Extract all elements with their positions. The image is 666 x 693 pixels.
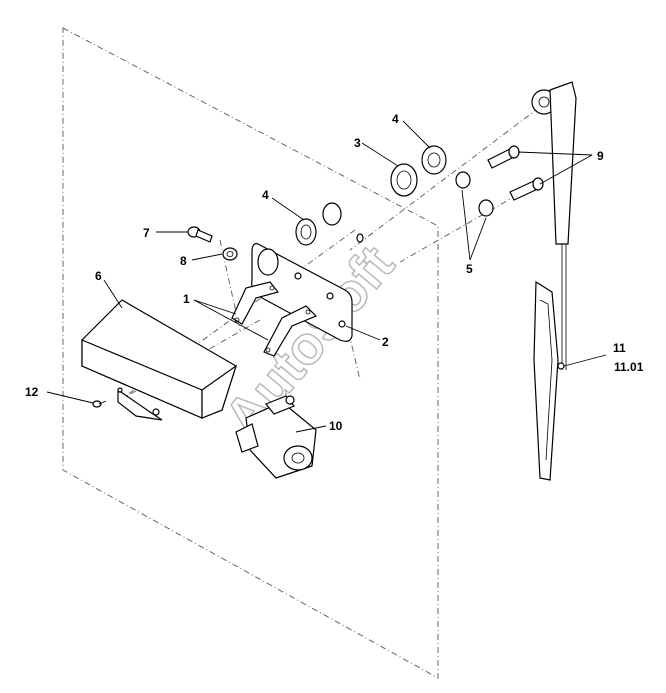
callouts: 1 2 3 4 4 5 6 7 8 9 10 11 11.01 12	[25, 112, 644, 433]
part-2-mounting-plate	[251, 243, 353, 342]
callout-4-lower: 4	[262, 188, 269, 202]
callout-7: 7	[143, 226, 150, 240]
callout-11: 11	[613, 341, 626, 355]
part-5-caps	[455, 171, 494, 217]
callout-4-upper: 4	[392, 112, 399, 126]
mounting-panel	[62, 27, 439, 679]
callout-2: 2	[382, 335, 389, 349]
part-8-washer	[222, 247, 238, 261]
part-4-seal-ring-lower	[295, 202, 364, 246]
wiper-arm	[531, 81, 577, 370]
part-10-motor	[235, 395, 317, 479]
part-9-bolts	[487, 145, 544, 201]
callout-5: 5	[466, 262, 473, 276]
callout-8: 8	[180, 254, 187, 268]
callout-3: 3	[354, 136, 361, 150]
callout-6: 6	[95, 269, 102, 283]
part-3-grommet	[390, 163, 418, 197]
part-1-brackets	[231, 281, 318, 357]
callout-10: 10	[329, 419, 343, 433]
callout-12: 12	[25, 385, 39, 399]
part-12-screw	[92, 400, 107, 408]
callout-1: 1	[183, 292, 190, 306]
callout-11-01: 11.01	[614, 360, 644, 374]
part-6-cover	[81, 299, 238, 421]
part-7-screw	[187, 226, 213, 243]
callout-9: 9	[597, 149, 604, 163]
watermark: AutoSoft	[213, 235, 405, 448]
part-4-nut-upper	[421, 145, 447, 175]
leader-lines	[46, 120, 607, 433]
part-11-wiper-blade	[533, 280, 565, 481]
